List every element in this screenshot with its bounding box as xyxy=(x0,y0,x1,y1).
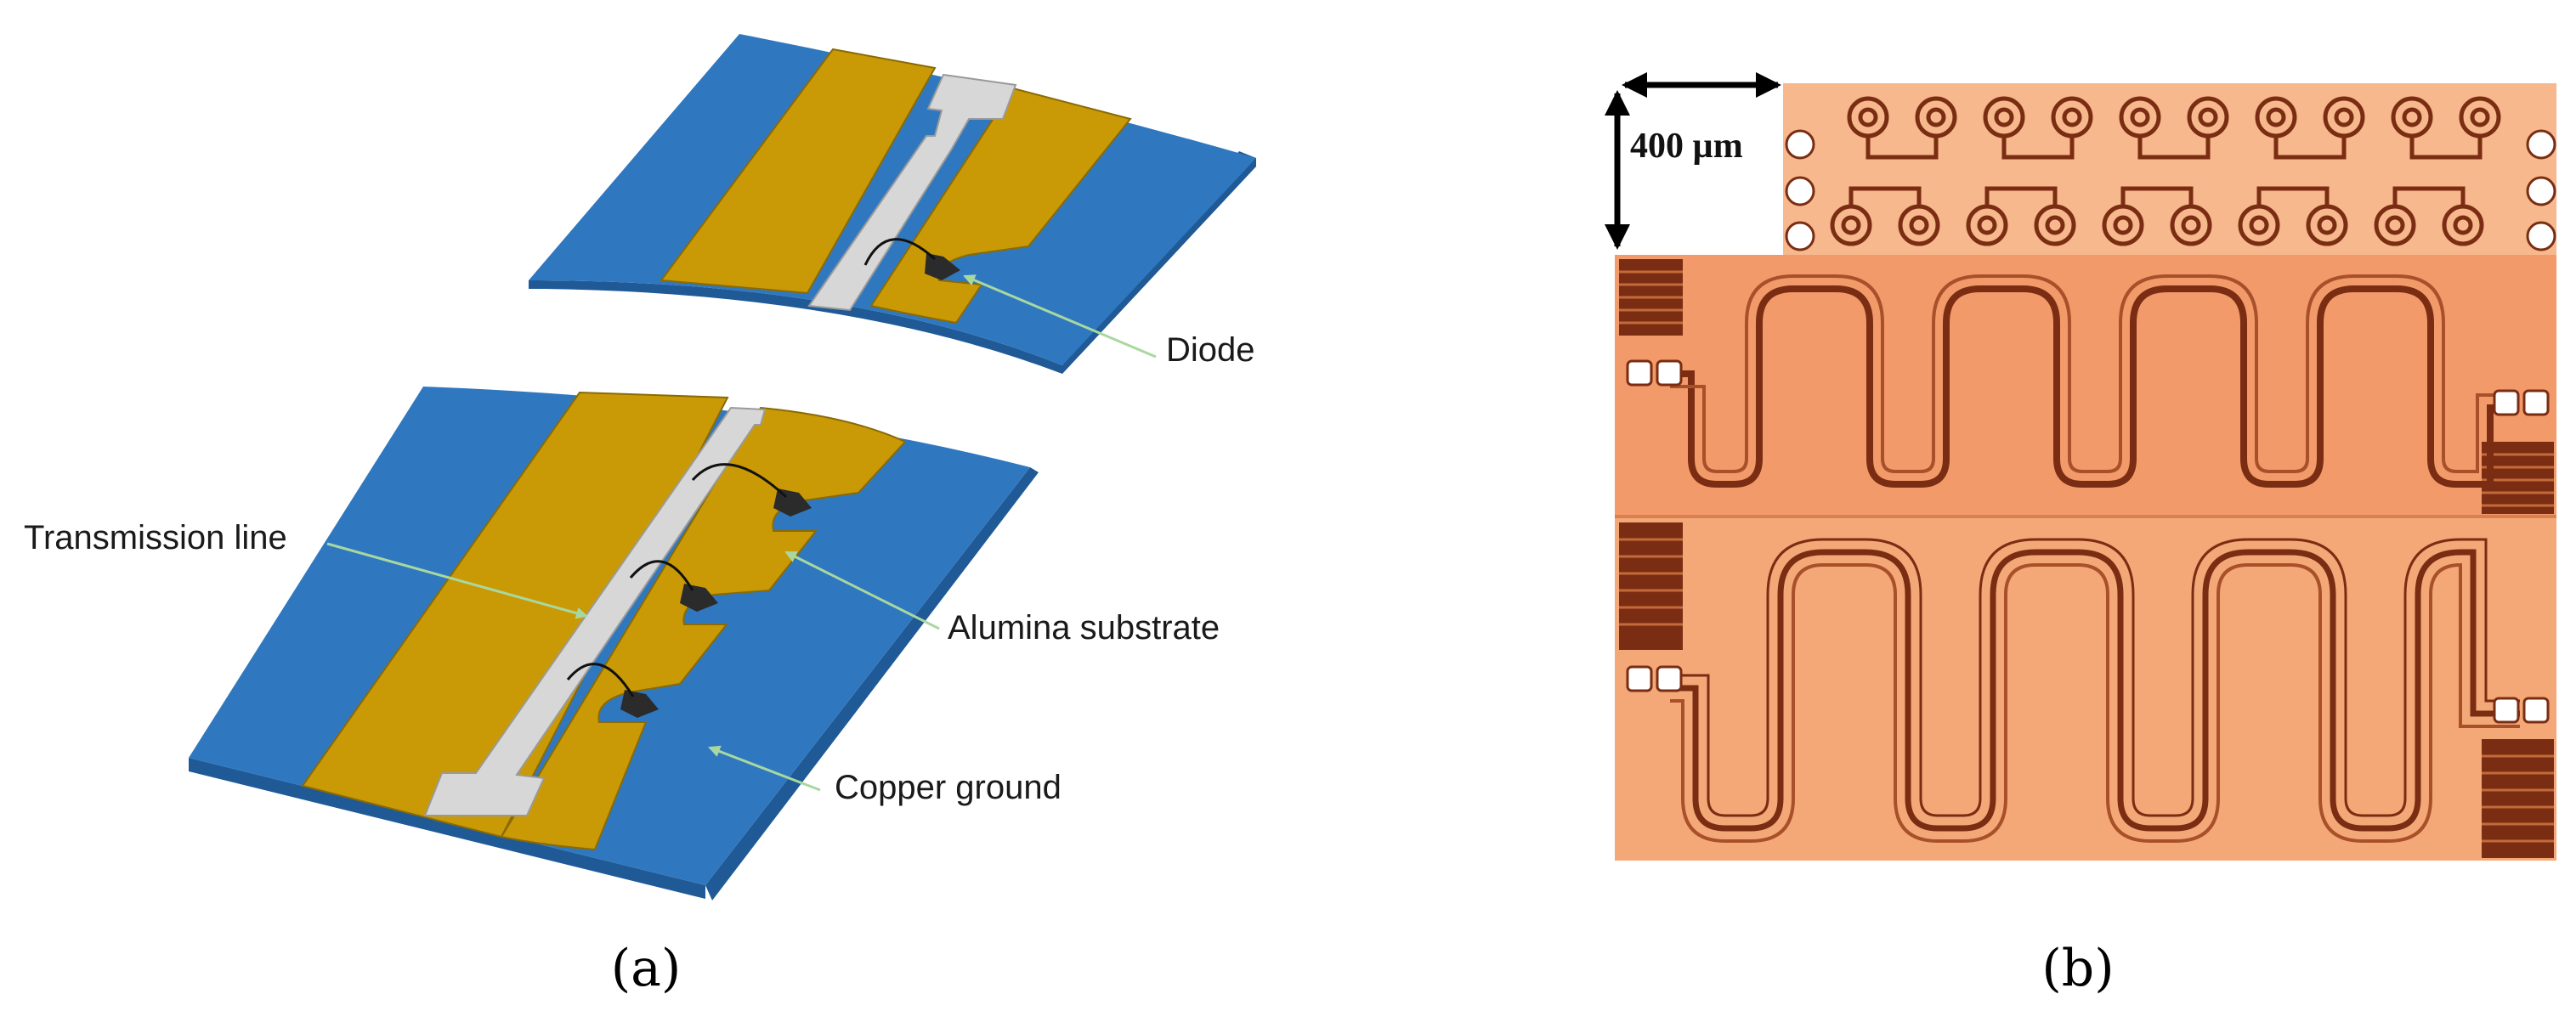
leader-diode xyxy=(963,274,1157,359)
copper-ground-edge-bottom-front xyxy=(189,758,705,899)
diode-2 xyxy=(680,584,718,612)
top-strip-side-pads xyxy=(1785,129,2556,251)
ring-pad-array xyxy=(1830,96,2501,246)
leader-copper-ground xyxy=(708,745,821,792)
bottom-die-meander-trace xyxy=(1670,538,2520,843)
label-alumina-substrate: Alumina substrate xyxy=(948,609,1220,647)
bottom-die-hatched-blocks xyxy=(1619,522,2554,858)
alumina-strip-left-bottom xyxy=(301,391,729,838)
label-transmission-line: Transmission line xyxy=(24,519,287,556)
diode-top xyxy=(925,253,960,280)
bond-wire-2 xyxy=(629,560,694,591)
middle-die-meander-trace xyxy=(1670,274,2516,488)
caption-a: (a) xyxy=(611,939,682,998)
device-triple-diode xyxy=(189,387,1039,901)
transmission-line-bottom xyxy=(423,406,767,816)
scale-bar-label: 400 µm xyxy=(1630,127,1743,166)
bond-wire-top xyxy=(863,238,937,266)
leader-alumina-substrate xyxy=(784,551,940,630)
transmission-line-top xyxy=(807,73,1017,312)
caption-b: (b) xyxy=(2041,939,2114,998)
diode-3 xyxy=(620,690,659,718)
panel-b: 400 µm (b) xyxy=(1605,72,2556,998)
middle-die-hatched-blocks xyxy=(1619,259,2554,514)
label-copper-ground: Copper ground xyxy=(835,769,1062,806)
copper-ground-edge-top xyxy=(529,280,1062,374)
micrograph-bottom-die xyxy=(1615,517,2556,861)
middle-die-pads xyxy=(1626,359,2550,416)
copper-ground-edge-bottom-right xyxy=(705,467,1039,901)
bond-wire-3 xyxy=(566,663,635,697)
alumina-strip-left-top xyxy=(660,48,937,295)
device-single-diode xyxy=(529,34,1256,374)
panel-a: Diode Transmission line Alumina substrat… xyxy=(24,34,1256,998)
bond-wire-1 xyxy=(691,463,788,499)
leader-transmission-line xyxy=(326,542,588,619)
label-diode: Diode xyxy=(1166,331,1255,369)
bottom-die-pads xyxy=(1626,665,2550,724)
